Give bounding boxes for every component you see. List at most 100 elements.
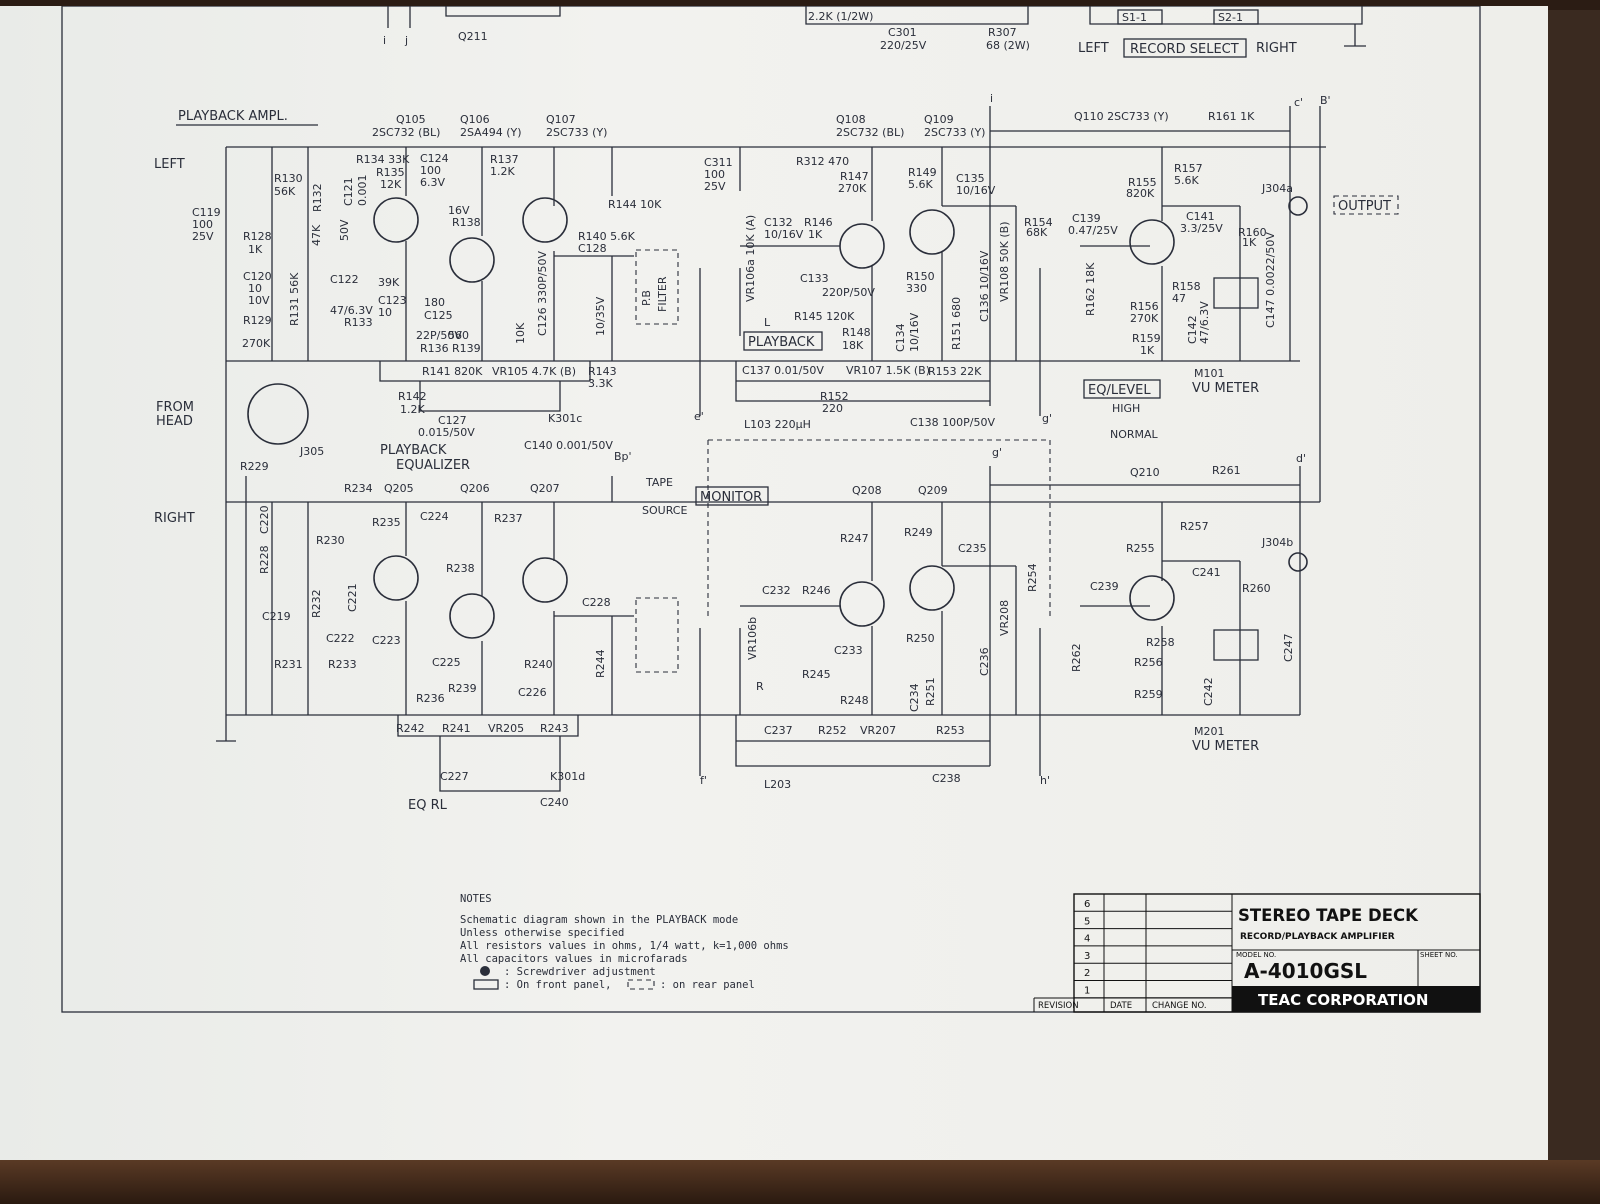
component-label: R256 <box>1134 656 1163 669</box>
right-channel-label: RIGHT <box>154 511 195 526</box>
svg-text:C301: C301 <box>888 26 917 39</box>
component-label: 56K <box>274 185 296 198</box>
svg-text:MODEL NO.: MODEL NO. <box>1236 951 1276 959</box>
component-label: R134 33K <box>356 153 410 166</box>
q206-symbol <box>449 593 495 639</box>
component-label: C236 <box>978 647 991 676</box>
component-label: R160 <box>1238 226 1267 239</box>
component-label: Q106 <box>460 113 490 126</box>
component-label: J304b <box>1261 536 1293 549</box>
component-label: R245 <box>802 668 831 681</box>
left-channel-label: LEFT <box>154 157 185 172</box>
component-label: R132 <box>311 183 324 212</box>
model-number: A-4010GSL <box>1244 959 1367 983</box>
svg-text:RECORD/PLAYBACK AMPLIFIER: RECORD/PLAYBACK AMPLIFIER <box>1240 932 1395 942</box>
svg-text:NORMAL: NORMAL <box>1110 428 1159 441</box>
component-label: R248 <box>840 694 869 707</box>
vu-meter-left-symbol <box>1213 277 1259 309</box>
component-label: R237 <box>494 512 523 525</box>
component-label: Q206 <box>460 482 490 495</box>
svg-text:HEAD: HEAD <box>156 414 193 429</box>
component-label: C147 0.0022/50V <box>1264 232 1277 328</box>
component-label: R259 <box>1134 688 1163 701</box>
component-label: R258 <box>1146 636 1175 649</box>
component-label: C242 <box>1202 677 1215 706</box>
component-label: C234 <box>908 683 921 712</box>
revision-number: 6 <box>1084 899 1090 910</box>
component-label: e' <box>694 410 704 423</box>
svg-text:PLAYBACK: PLAYBACK <box>380 443 447 458</box>
component-label: 39K <box>378 276 400 289</box>
component-label: C132 <box>764 216 793 229</box>
component-label: C128 <box>578 242 607 255</box>
component-label: C136 10/16V <box>978 250 991 322</box>
component-label: C227 <box>440 770 469 783</box>
svg-text:VU METER: VU METER <box>1192 381 1259 396</box>
component-label: 10/16V <box>908 312 921 352</box>
component-label: R229 <box>240 460 269 473</box>
component-label: R257 <box>1180 520 1209 533</box>
component-label: R252 <box>818 724 847 737</box>
top-left-label: LEFT <box>1078 41 1109 56</box>
component-label: C219 <box>262 610 291 623</box>
component-label: C220 <box>258 505 271 534</box>
component-label: R128 <box>243 230 272 243</box>
component-label: 6.3V <box>420 176 445 189</box>
right-channel-wiring <box>216 361 1301 792</box>
component-label: R261 <box>1212 464 1241 477</box>
component-label: R137 <box>490 153 519 166</box>
jack-j304b <box>1288 552 1308 572</box>
component-label: C237 <box>764 724 793 737</box>
schematic-sheet: i j Q211 2.2K (1/2W) C301 220/25V R307 6… <box>0 6 1548 1166</box>
component-label: C122 <box>330 273 359 286</box>
component-label: C233 <box>834 644 863 657</box>
component-label: C232 <box>762 584 791 597</box>
component-label: R145 120K <box>794 310 855 323</box>
component-label: R254 <box>1026 563 1039 592</box>
component-label: C126 330P/50V <box>536 250 549 336</box>
component-label: R260 <box>1242 582 1271 595</box>
component-label: R149 <box>908 166 937 179</box>
component-label: 25V <box>192 230 214 243</box>
component-label: 10 <box>248 282 262 295</box>
component-label: R231 <box>274 658 303 671</box>
output-box <box>1333 195 1399 215</box>
component-label: R152 <box>820 390 849 403</box>
q107-symbol <box>522 197 568 243</box>
component-label: 10/35V <box>594 296 607 336</box>
svg-text:SOURCE: SOURCE <box>642 504 687 517</box>
deck-title: STEREO TAPE DECK <box>1238 906 1419 925</box>
component-label: R139 <box>452 342 481 355</box>
component-label: L203 <box>764 778 791 791</box>
component-label: R262 <box>1070 643 1083 672</box>
component-label: 16V <box>448 204 470 217</box>
component-label: C135 <box>956 172 985 185</box>
svg-text:SHEET NO.: SHEET NO. <box>1420 951 1458 959</box>
component-label: R246 <box>802 584 831 597</box>
component-label: 100 <box>420 164 441 177</box>
svg-text:2.2K (1/2W): 2.2K (1/2W) <box>808 10 873 23</box>
component-label: 5.6K <box>1174 174 1199 187</box>
component-label: R230 <box>316 534 345 547</box>
svg-text:Unless otherwise specified: Unless otherwise specified <box>460 927 624 939</box>
component-label: C119 <box>192 206 221 219</box>
component-label: R249 <box>904 526 933 539</box>
svg-text:S1-1: S1-1 <box>1122 11 1147 24</box>
component-label: 0.015/50V <box>418 426 475 439</box>
component-label: Q105 <box>396 113 426 126</box>
component-label: 10/16V <box>956 184 996 197</box>
component-label: C127 <box>438 414 467 427</box>
component-label: 1.2K <box>400 403 425 416</box>
rear-panel-icon <box>627 979 655 990</box>
component-label: B' <box>1320 94 1331 107</box>
component-label: R158 <box>1172 280 1201 293</box>
component-label: R142 <box>398 390 427 403</box>
component-label: R234 <box>344 482 373 495</box>
component-label: 270K <box>838 182 867 195</box>
component-label: C240 <box>540 796 569 809</box>
component-label: C123 <box>378 294 407 307</box>
component-label: R133 <box>344 316 373 329</box>
pb-filter-left-box <box>635 249 679 325</box>
component-label: R154 <box>1024 216 1053 229</box>
